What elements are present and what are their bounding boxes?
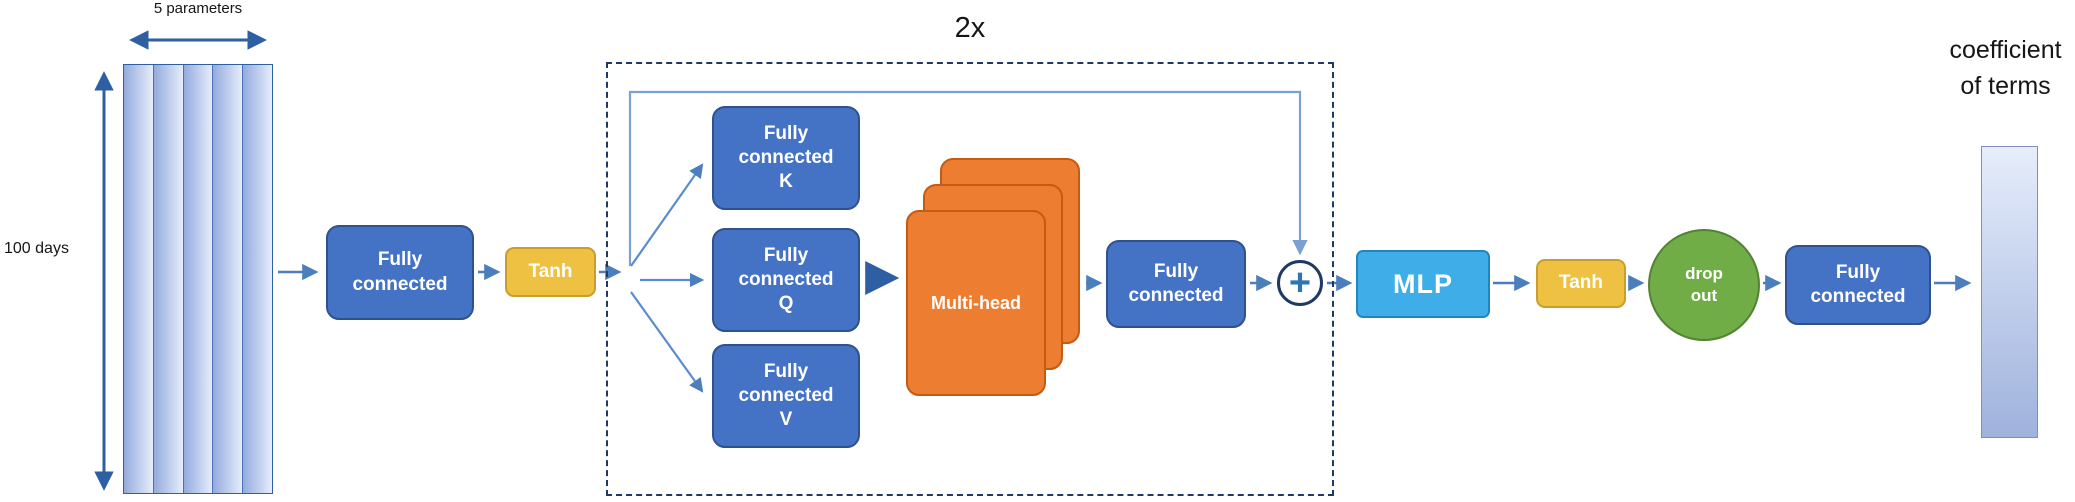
output-label: coefficient of terms bbox=[1949, 36, 2062, 101]
dropout-node: drop out bbox=[1648, 229, 1760, 341]
tanh-1-node: Tanh bbox=[505, 247, 596, 297]
fc-q-node: Fully connected Q bbox=[712, 228, 860, 332]
fc-attention-node: Fully connected bbox=[1106, 240, 1246, 328]
fc-output-node: Fully connected bbox=[1785, 245, 1931, 325]
matrix-column bbox=[243, 65, 272, 493]
repeat-label: 2x bbox=[954, 12, 986, 44]
output-vector bbox=[1981, 146, 2038, 438]
input-matrix bbox=[123, 64, 273, 494]
transformer-block-boundary bbox=[606, 62, 1334, 496]
fc-input-node: Fully connected bbox=[326, 225, 474, 320]
mlp-node: MLP bbox=[1356, 250, 1490, 318]
days-label: 100 days bbox=[4, 240, 69, 257]
matrix-column bbox=[183, 65, 214, 493]
matrix-column bbox=[124, 65, 154, 493]
multihead-node: Multi-head bbox=[906, 210, 1046, 396]
matrix-column bbox=[153, 65, 184, 493]
parameters-label: 5 parameters bbox=[153, 0, 243, 17]
fc-v-node: Fully connected V bbox=[712, 344, 860, 448]
matrix-column bbox=[213, 65, 244, 493]
tanh-2-node: Tanh bbox=[1536, 259, 1626, 308]
residual-add-node: + bbox=[1277, 260, 1323, 306]
fc-k-node: Fully connected K bbox=[712, 106, 860, 210]
